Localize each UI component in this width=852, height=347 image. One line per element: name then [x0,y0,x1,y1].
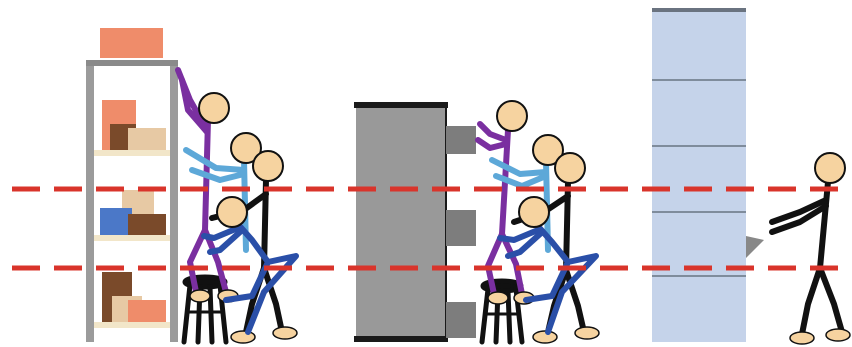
storage-box [128,300,166,322]
drawer-handle [446,302,476,338]
shelf-board [94,322,170,328]
stool [482,281,522,342]
stool [184,277,226,342]
figure-foot [826,329,850,341]
cabinet-bottom-edge [354,336,448,342]
tall-cabinet-body [652,10,746,342]
drawer-handle [446,126,476,154]
figure-black-pushing [772,182,842,334]
figure-head [555,153,585,183]
shelf-right-post [170,60,178,342]
figure-head [815,153,845,183]
shelf-top-rail [86,60,178,66]
figure-head [519,197,549,227]
shelf-board [94,235,170,241]
figure-head [253,151,283,181]
figure-foot [575,327,599,339]
cabinet-top-edge [354,102,448,108]
tall-cabinet-handle [746,236,764,258]
storage-box [100,208,132,235]
tall-cabinet-top [652,8,746,12]
storage-box [128,128,166,150]
open-shelving-workstation [86,28,297,343]
figure-foot [190,290,210,302]
drawer-handle [446,210,476,246]
figure-head [497,101,527,131]
cabinet-body [356,106,446,342]
figure-head [199,93,229,123]
top-storage-box [100,28,163,58]
storage-box [128,214,166,235]
shelf-board [94,150,170,156]
figure-foot [273,327,297,339]
figure-foot [488,292,508,304]
mobile-cabinet-workstation [354,101,599,343]
figure-foot [231,331,255,343]
figure-head [217,197,247,227]
tall-cabinet-workstation [652,8,850,344]
figure-foot [533,331,557,343]
figure-foot [790,332,814,344]
shelf-left-post [86,60,94,342]
